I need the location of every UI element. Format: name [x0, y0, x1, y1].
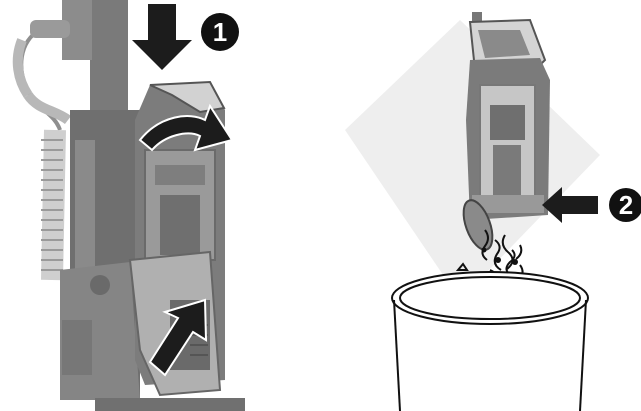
step-2-number: 2 — [619, 190, 633, 220]
vacuum-illustration — [12, 0, 245, 411]
arrow-left-icon — [542, 187, 598, 223]
detached-dust-cup — [466, 12, 550, 220]
trash-bin — [391, 271, 589, 411]
curved-arrow-icon — [138, 103, 234, 152]
open-flap — [462, 199, 494, 251]
arrow-down-icon — [132, 4, 192, 70]
step-2-badge: 2 — [609, 188, 641, 222]
arrow-up-icon — [148, 298, 208, 377]
emptying-illustration — [345, 12, 600, 411]
step-1-number: 1 — [213, 17, 227, 47]
coiled-hose — [12, 28, 72, 281]
step-1-badge: 1 — [201, 13, 239, 51]
